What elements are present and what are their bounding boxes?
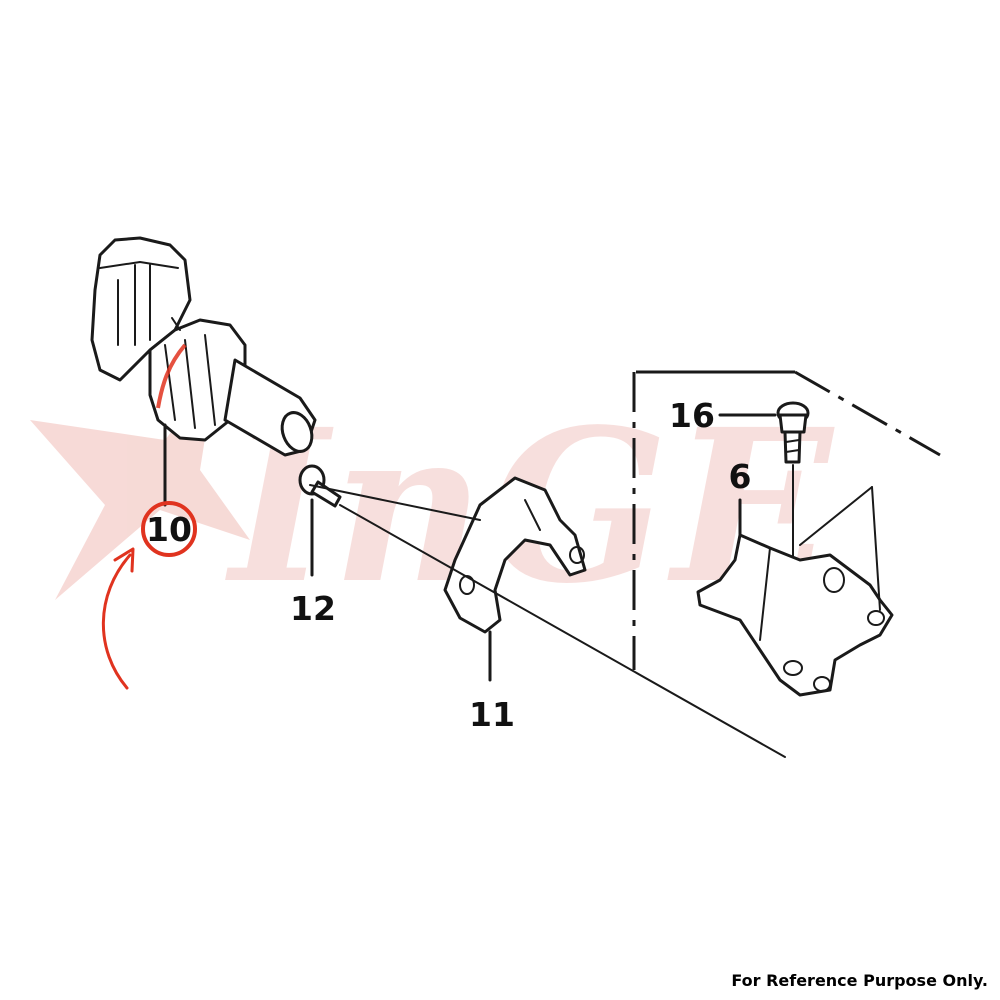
callout-10: 10: [146, 510, 192, 549]
highlight-ring: [156, 343, 187, 409]
callout-16: 16: [669, 396, 715, 435]
callout-11: 11: [469, 695, 515, 734]
guide-6a: [799, 486, 873, 546]
guide-line-short: [309, 484, 481, 521]
section-boundary: [632, 370, 941, 670]
bracket-11-part: [443, 476, 587, 634]
bolt-16-part: [776, 401, 810, 464]
callout-6: 6: [729, 457, 752, 496]
bracket-6-part: [696, 533, 894, 697]
reference-note: For Reference Purpose Only.: [731, 971, 988, 990]
guide-line-long: [339, 504, 786, 758]
callout-12: 12: [290, 589, 336, 628]
pointer-arrow-icon: [101, 547, 135, 690]
guide-6b: [871, 486, 881, 611]
sensor-part: [90, 236, 317, 457]
callout-10-circle: [141, 501, 197, 557]
